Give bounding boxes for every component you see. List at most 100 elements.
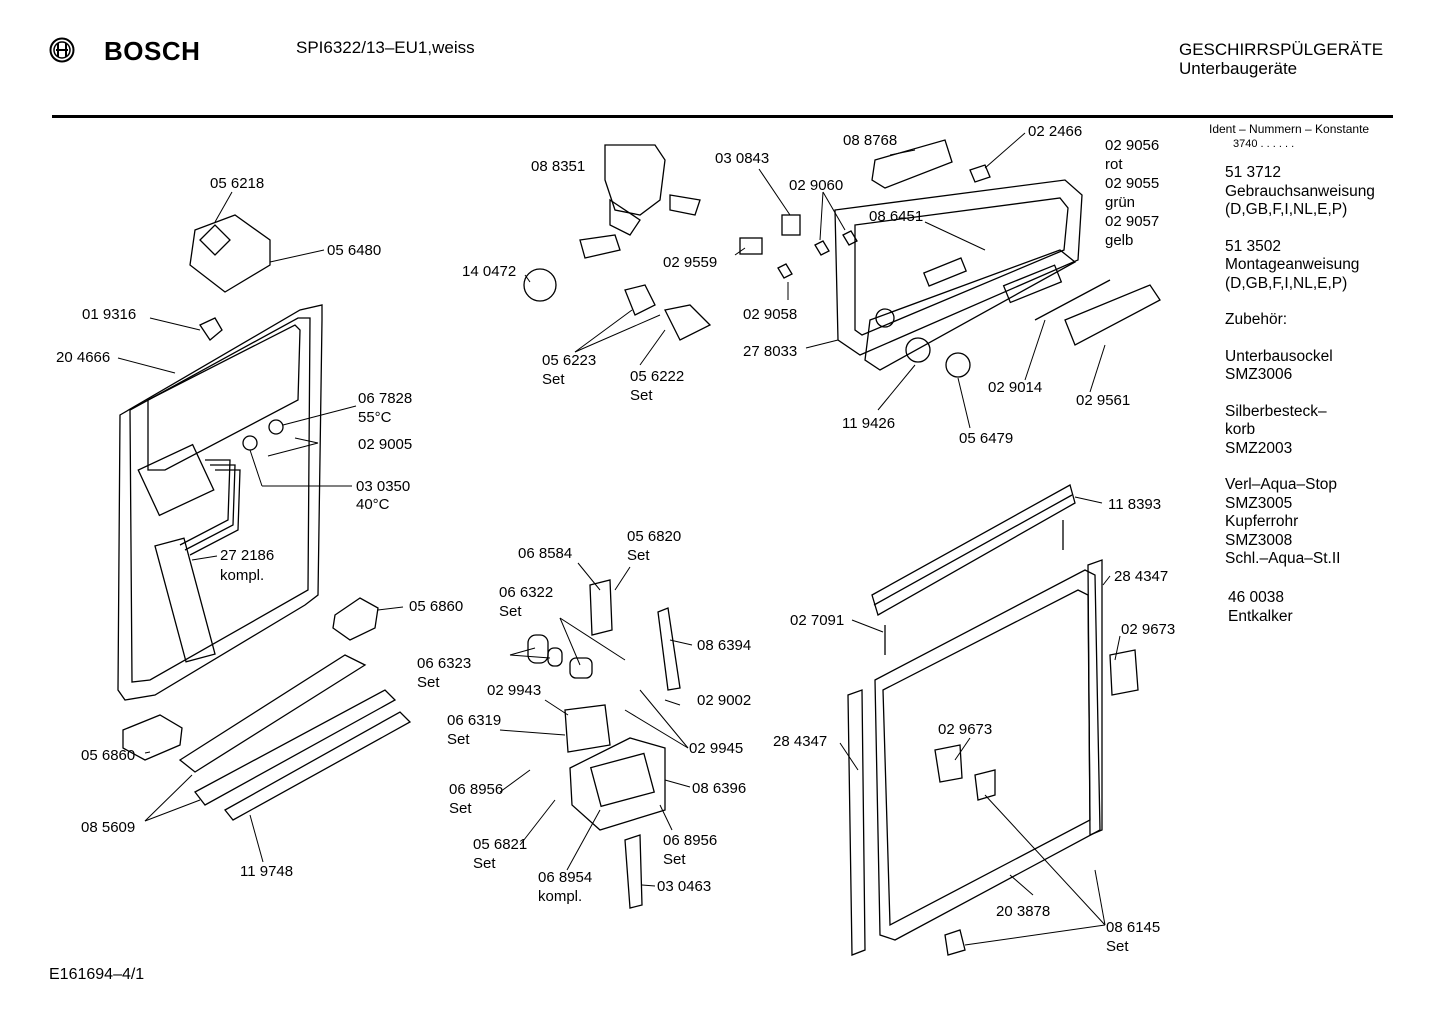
part-label: 02 9002 bbox=[697, 692, 752, 709]
program-timer bbox=[604, 144, 666, 216]
part-label: 06 7828 bbox=[358, 390, 413, 407]
inner-door-panel bbox=[117, 304, 323, 701]
part-label: 11 9426 bbox=[842, 415, 896, 432]
part-label: 08 5609 bbox=[81, 819, 136, 836]
switch-block-08-8768 bbox=[871, 139, 953, 189]
part-label: 02 9561 bbox=[1076, 392, 1131, 409]
side-item: Zubehör: bbox=[1225, 311, 1288, 328]
part-label: rot bbox=[1105, 156, 1123, 173]
part-label: Set bbox=[663, 851, 686, 868]
outer-door-20-3878 bbox=[874, 569, 1101, 941]
part-label: 05 6820 bbox=[627, 528, 682, 545]
side-item: korb bbox=[1225, 421, 1256, 438]
part-label: 08 6145 bbox=[1106, 919, 1161, 936]
part-label: 08 6396 bbox=[692, 780, 747, 797]
side-item: SMZ3006 bbox=[1225, 366, 1293, 383]
part-label: 02 9058 bbox=[743, 306, 798, 323]
knob-14-0472 bbox=[523, 268, 557, 302]
part-label: 06 6323 bbox=[417, 655, 472, 672]
part-label: 08 6451 bbox=[869, 208, 924, 225]
part-label: 05 6821 bbox=[473, 836, 528, 853]
part-label: 02 9559 bbox=[663, 254, 718, 271]
drawing-id: E161694–4/1 bbox=[49, 966, 145, 983]
part-label: 05 6860 bbox=[81, 747, 136, 764]
part-label: Set bbox=[630, 387, 653, 404]
side-item-entkalker-number: 46 0038 bbox=[1228, 589, 1285, 606]
part-label: 02 9014 bbox=[988, 379, 1043, 396]
header-rule bbox=[52, 115, 1393, 118]
part-label: Set bbox=[417, 674, 440, 691]
part-label: 02 9060 bbox=[789, 177, 844, 194]
part-label: Set bbox=[1106, 938, 1129, 955]
part-label: 06 8956 bbox=[663, 832, 718, 849]
part-label: 11 9748 bbox=[240, 863, 294, 880]
side-item: 51 3712 bbox=[1225, 164, 1282, 181]
part-label: 02 9945 bbox=[689, 740, 744, 757]
part-label: 40°C bbox=[356, 496, 390, 513]
side-list: 51 3712 Gebrauchsanweisung (D,GB,F,I,NL,… bbox=[1225, 164, 1375, 569]
side-item: SMZ2003 bbox=[1225, 439, 1293, 457]
part-label: 28 4347 bbox=[1114, 568, 1169, 585]
part-label: Set bbox=[542, 371, 565, 388]
ident-caption: Ident – Nummern – Konstante bbox=[1209, 122, 1370, 136]
part-label: 55°C bbox=[358, 409, 392, 426]
part-label: 03 0463 bbox=[657, 878, 712, 895]
part-label: 05 6480 bbox=[327, 242, 382, 259]
part-label: 11 8393 bbox=[1108, 496, 1162, 513]
part-label: 08 8351 bbox=[531, 158, 586, 175]
part-label: kompl. bbox=[538, 888, 583, 905]
part-label: Set bbox=[447, 731, 470, 748]
side-item: SMZ3005 bbox=[1225, 494, 1293, 512]
part-label: 27 2186 bbox=[220, 547, 275, 564]
side-profile-28-4347-left bbox=[847, 689, 866, 956]
part-label: 02 9943 bbox=[487, 682, 542, 699]
part-label: 06 8584 bbox=[518, 545, 573, 562]
gasket-strip-11-9748 bbox=[224, 711, 412, 821]
part-label: 14 0472 bbox=[462, 263, 517, 280]
part-label: 05 6479 bbox=[959, 430, 1014, 447]
side-item: Silberbesteck– bbox=[1225, 402, 1327, 420]
ident-value: 3740 . . . . . . bbox=[1233, 138, 1295, 150]
switch-buttons-02-9561 bbox=[1064, 284, 1161, 346]
part-label: 02 9055 bbox=[1105, 175, 1160, 192]
part-label: Set bbox=[627, 547, 650, 564]
door-lock-06-8954 bbox=[569, 737, 666, 831]
brand-name: BOSCH bbox=[104, 36, 201, 66]
category-title: GESCHIRRSPÜLGERÄTE bbox=[1179, 40, 1384, 59]
side-item: SMZ3008 bbox=[1225, 531, 1293, 549]
part-label: gelb bbox=[1105, 232, 1134, 249]
profile-11-8393 bbox=[871, 484, 1076, 616]
part-label: 06 6319 bbox=[447, 712, 502, 729]
part-label: 03 0843 bbox=[715, 150, 770, 167]
part-label: 20 4666 bbox=[56, 349, 111, 366]
part-label: Set bbox=[449, 800, 472, 817]
part-label: 02 9673 bbox=[1121, 621, 1176, 638]
part-label: Set bbox=[473, 855, 496, 872]
side-item: Montageanweisung bbox=[1225, 256, 1360, 273]
part-label: 06 8956 bbox=[449, 781, 504, 798]
part-label: 01 9316 bbox=[82, 306, 137, 323]
part-label: 02 7091 bbox=[790, 612, 845, 629]
part-label: 02 9056 bbox=[1105, 137, 1160, 154]
part-label: 02 9005 bbox=[358, 436, 413, 453]
part-label: 08 6394 bbox=[697, 637, 752, 654]
side-item: Kupferrohr bbox=[1225, 513, 1299, 530]
part-label: 05 6218 bbox=[210, 175, 265, 192]
side-item-entkalker-label: Entkalker bbox=[1228, 608, 1293, 625]
side-item: Gebrauchsanweisung bbox=[1225, 182, 1375, 200]
part-label: 05 6222 bbox=[630, 368, 685, 385]
bosch-logo-icon bbox=[49, 37, 75, 68]
side-item: Schl.–Aqua–St.II bbox=[1225, 550, 1341, 567]
control-strip-27-2186 bbox=[154, 537, 216, 663]
model-number: SPI6322/13–EU1,weiss bbox=[296, 38, 475, 57]
part-label: 02 2466 bbox=[1028, 123, 1083, 140]
side-item: 51 3502 bbox=[1225, 237, 1282, 255]
side-item: (D,GB,F,I,NL,E,P) bbox=[1225, 274, 1348, 292]
part-label: 28 4347 bbox=[773, 733, 828, 750]
part-label: 06 6322 bbox=[499, 584, 554, 601]
part-label: 20 3878 bbox=[996, 903, 1051, 920]
part-label: 02 9057 bbox=[1105, 213, 1160, 230]
side-profile-28-4347-right bbox=[1087, 559, 1103, 836]
part-label: kompl. bbox=[220, 567, 265, 584]
part-label: 05 6223 bbox=[542, 352, 597, 369]
